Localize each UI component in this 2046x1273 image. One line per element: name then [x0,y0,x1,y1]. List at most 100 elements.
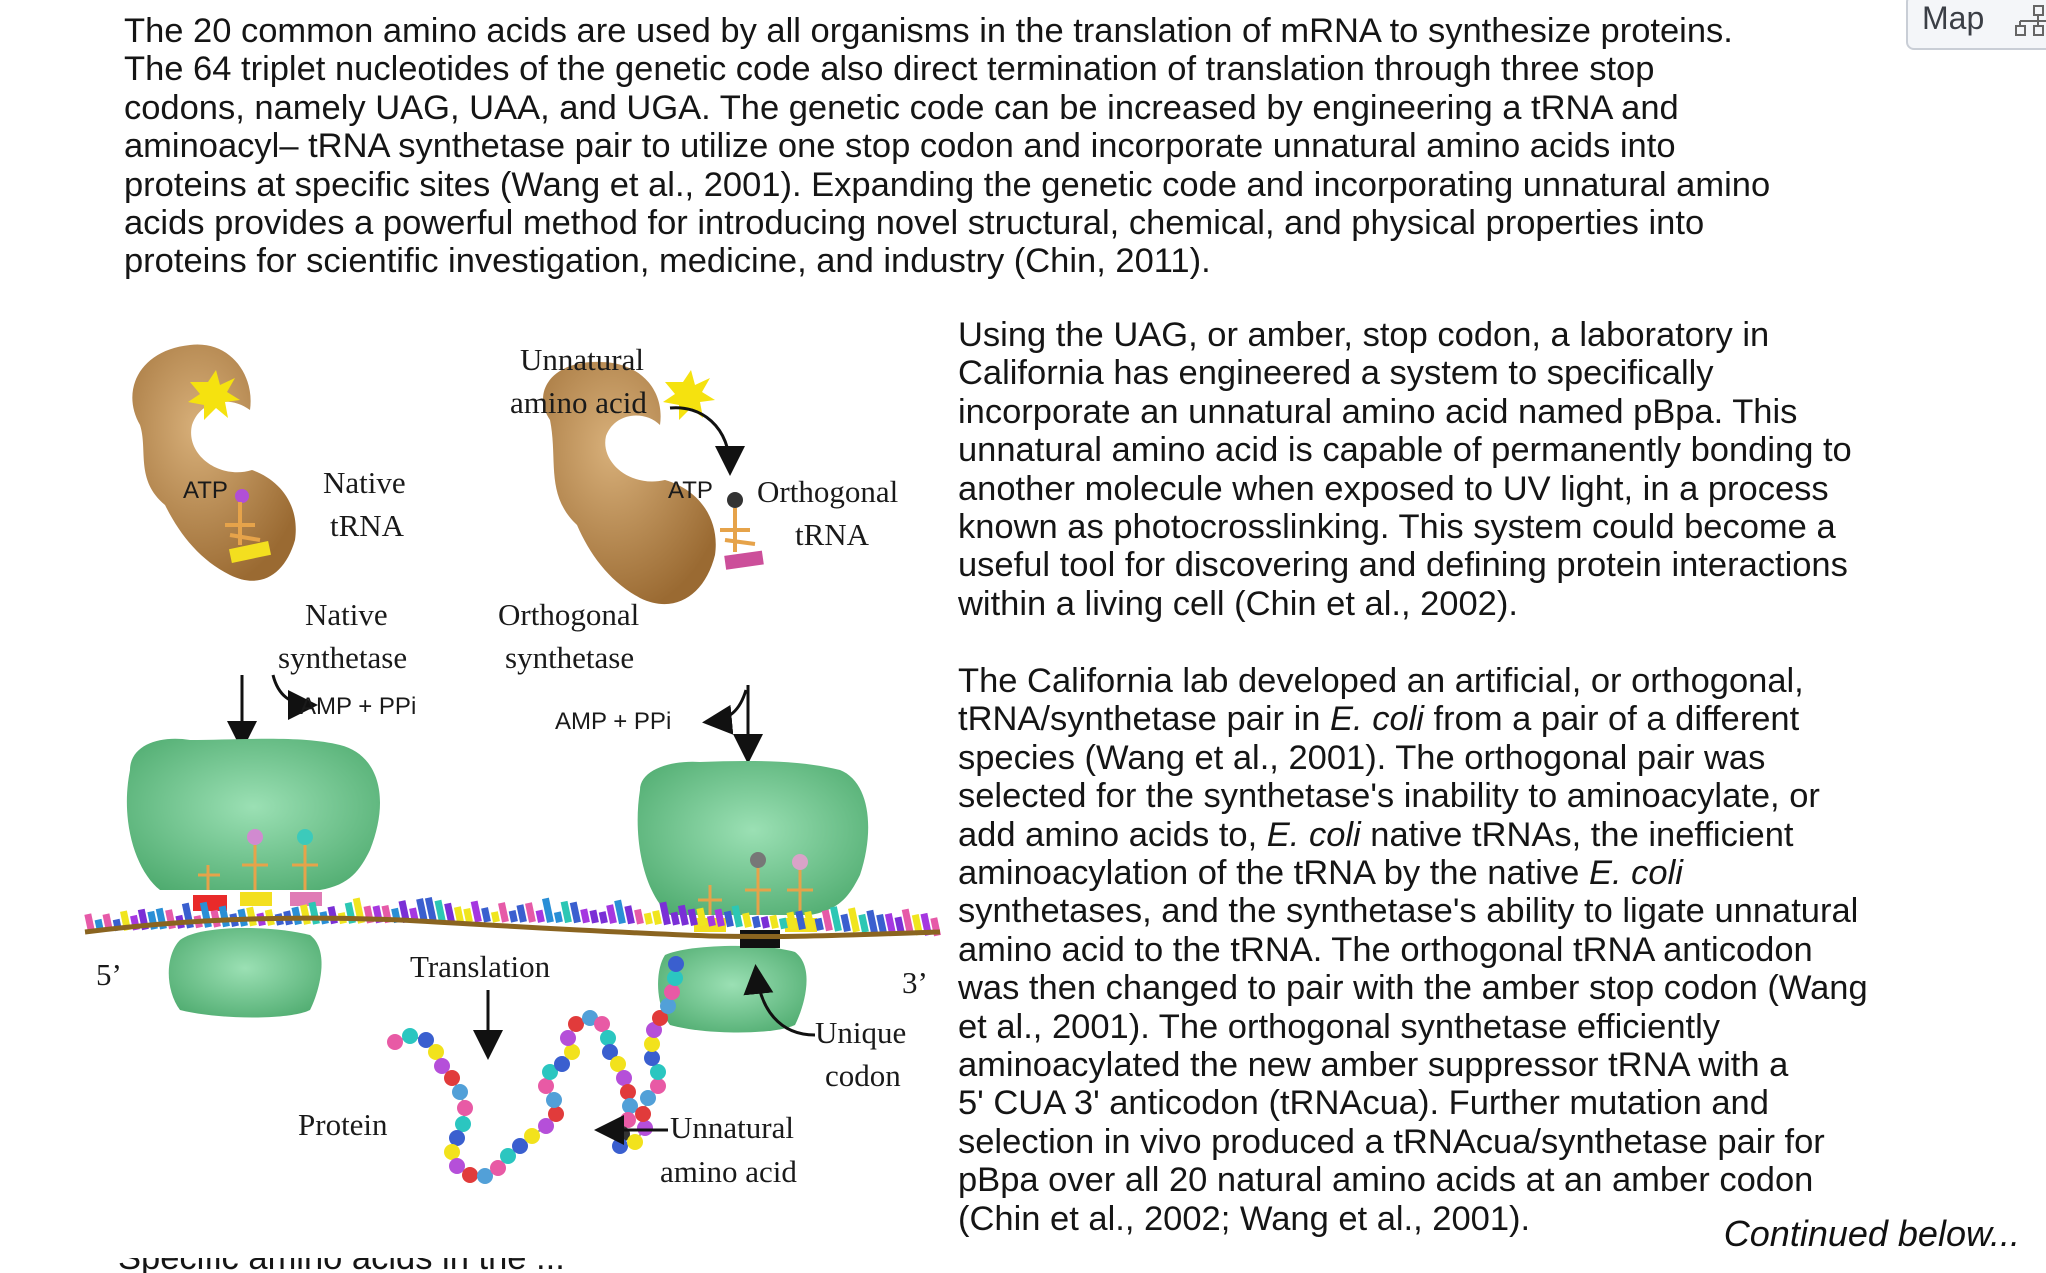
amino-acid-bead [640,1090,656,1106]
nucleotide-bar [490,911,500,923]
nucleotide-bar [542,897,554,923]
text-line: selection in vivo produced a tRNAcua/syn… [958,1122,1825,1161]
amino-acid-bead [538,1078,554,1094]
nucleotide-bar [299,904,311,925]
nucleotide-bar [84,913,95,933]
amino-acid-bead [418,1032,434,1048]
amino-acid-bead [434,1058,450,1074]
nucleotide-bar [858,913,869,933]
nucleotide-bar [624,905,635,925]
text-line: 5' CUA 3' anticodon (tRNAcua). Further m… [958,1084,1769,1123]
nucleotide-bar [821,909,833,932]
amino-acid-bead [546,1092,562,1108]
protein-label: Protein [298,1107,388,1142]
amino-acid-bead [452,1084,468,1100]
nucleotide-bar [670,911,680,926]
nucleotide-bar [560,900,572,924]
nucleotide-bar [876,913,887,934]
nucleotide-bar [525,902,536,923]
nucleotide-bar [731,905,743,928]
species-name: E. coli [1266,815,1361,854]
orthogonal-trna-label-1: Orthogonal [757,474,898,509]
amino-acid-bead [620,1112,636,1128]
amino-acid-bead [650,1078,666,1094]
nucleotide-bar [696,907,707,927]
amino-acid-bead [402,1028,418,1044]
continued-below-note: Continued below... [1723,1213,2020,1254]
amp-ppi-label-left: AMP + PPi [300,693,416,720]
nucleotide-bar [580,908,590,924]
amino-acid-bead [612,1138,628,1154]
intro-paragraph: The 20 common amino acids are used by al… [124,12,1770,281]
text-line: species (Wang et al., 2001). The orthogo… [958,738,1766,777]
amino-acid-bead [477,1168,493,1184]
text-line: (Chin et al., 2002; Wang et al., 2001). [958,1199,1531,1238]
mrna-backbone [84,915,941,940]
nucleotide-bar [606,904,617,924]
amino-acid-bead [602,1044,618,1060]
amino-acid-bead [568,1016,584,1032]
amino-acid-bead [594,1016,610,1032]
nucleotide-bar [535,909,545,923]
text-segment: aminoacylation of the tRNA by the native [958,854,1589,893]
amp-ppi-label-right: AMP + PPi [555,708,671,735]
atp-label-right: ATP [668,477,713,504]
unnatural-amino-acid-label-bottom-1: Unnatural [670,1110,794,1145]
nucleotide-bar [652,910,662,925]
ribosome-left [126,738,380,1018]
text-line: selected for the synthetase's inability … [958,777,1820,816]
unique-codon-label-2: codon [825,1058,901,1093]
text-line: The California lab developed an artifici… [958,662,1804,700]
protein-chain [387,956,684,1184]
map-tree-icon [2014,4,2046,45]
amino-acid-bead [627,1134,643,1150]
text-line: within a living cell (Chin et al., 2002)… [958,584,1518,623]
amino-acid-bead [449,1158,465,1174]
amino-acid-bead [622,1098,638,1114]
amino-acid-bead [668,956,684,972]
nucleotide-bar [327,905,338,925]
orthogonal-synthetase-shape [543,361,716,605]
amino-acid-bead [444,1144,460,1160]
text-line: acids provides a powerful method for int… [124,204,1705,243]
amino-acid-bead [457,1100,473,1116]
nucleotide-bar [769,914,779,929]
cutoff-text-line: Specific amino acids in the ... [118,1258,1908,1273]
amino-acid-bead [637,1120,653,1136]
nucleotide-bar [866,909,878,934]
orthogonal-synthetase-label-2: synthetase [505,640,634,675]
text-segment: tRNA/synthetase pair in [958,700,1331,739]
amino-acid-bead [646,1022,662,1038]
nucleotide-bar [463,907,473,923]
nucleotide-bar [884,912,896,935]
nucleotide-bar [589,909,599,924]
nucleotide-bar [751,915,761,929]
text-segment: add amino acids to, [958,815,1267,854]
amino-acid-bead [512,1138,528,1154]
nucleotide-bar [723,910,734,928]
amino-acid-bead [664,984,680,1000]
amino-acid-bead [644,1050,660,1066]
native-synthetase-label-1: Native [305,597,388,632]
orthogonal-amp-ppi-arrow [702,689,748,735]
orthogonal-synthetase-label-1: Orthogonal [498,597,639,632]
text-line: unnatural amino acid is capable of perma… [958,431,1852,470]
amino-acid-bead [538,1118,554,1134]
text-line: aminoacylation of the tRNA by the native… [958,854,1868,892]
text-line: et al., 2001). The orthogonal synthetase… [958,1007,1721,1046]
text-segment: native tRNAs, the inefficient [1360,815,1794,854]
amino-acid-bead [564,1044,580,1060]
unnatural-amino-acid-label-top-1: Unnatural [520,342,644,377]
nucleotide-bar [416,898,428,923]
amino-acid-bead [635,1106,651,1122]
genetic-code-expansion-figure: ATP ATP Unnatural amino acid Native tRNA… [84,342,941,1189]
map-button[interactable]: Map [1906,0,2046,50]
unnatural-amino-acid-label-bottom-2: amino acid [660,1154,797,1189]
text-line: useful tool for discovering and defining… [958,546,1848,585]
text-line: tRNA/synthetase pair in E. coli from a p… [958,700,1868,738]
text-line: known as photocrosslinking. This system … [958,508,1836,547]
nucleotide-bar [516,904,527,923]
amino-acid-bead [660,998,676,1014]
text-line: pBpa over all 20 natural amino acids at … [958,1161,1814,1200]
native-synthetase-label-2: synthetase [278,640,407,675]
